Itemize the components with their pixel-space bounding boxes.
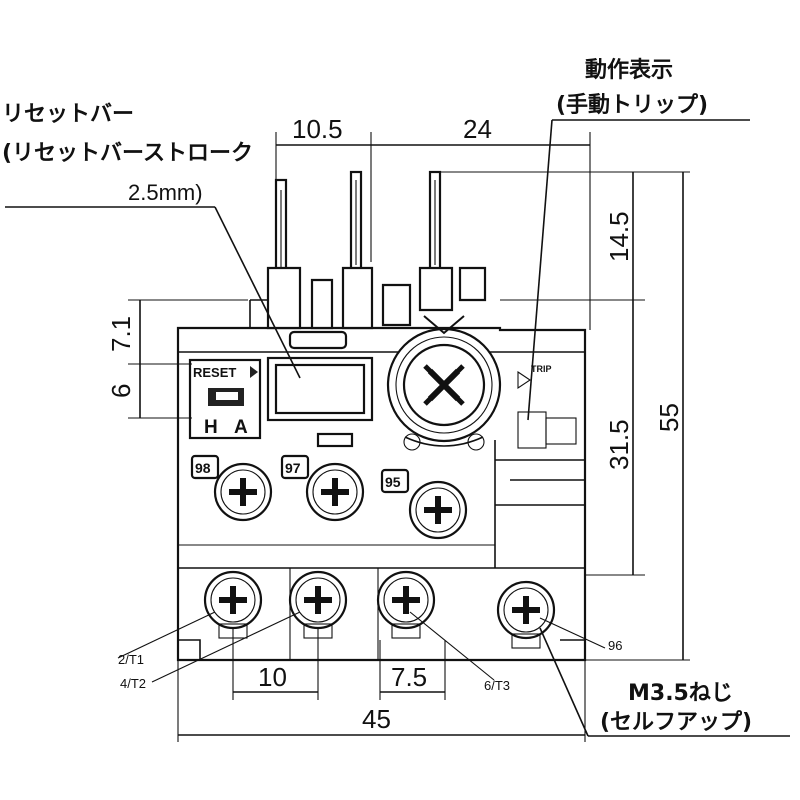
reset-bar-label: リセットバー bbox=[2, 102, 134, 127]
dim-top-right: 24 bbox=[463, 114, 492, 144]
top-terminals bbox=[249, 170, 487, 330]
terminal-96: 96 bbox=[608, 638, 622, 653]
trip-label: TRIP bbox=[531, 364, 552, 374]
terminal-label-text: 2/T1 4/T2 6/T3 96 bbox=[118, 638, 622, 693]
aux-terminals: 98 97 95 bbox=[190, 454, 410, 494]
screw-label: M3.5ねじ bbox=[628, 681, 733, 706]
dimension-lines bbox=[128, 132, 690, 742]
terminal-97: 97 bbox=[285, 460, 301, 476]
a-label: A bbox=[234, 417, 248, 438]
dim-bottom-a: 10 bbox=[258, 662, 287, 692]
terminal-4-t2: 4/T2 bbox=[120, 676, 146, 691]
leader-lines bbox=[5, 119, 790, 737]
dim-left-lower: 6 bbox=[106, 384, 136, 398]
terminal-2-t1: 2/T1 bbox=[118, 652, 144, 667]
callout-text: リセットバー (リセットバーストローク 2.5mm) 動作表示 (手動トリップ)… bbox=[2, 58, 752, 735]
self-up-label: (セルフアップ) bbox=[600, 710, 752, 735]
terminal-98: 98 bbox=[195, 460, 211, 476]
dim-top-left: 10.5 bbox=[292, 114, 343, 144]
aux-screws bbox=[213, 462, 468, 540]
reset-bar bbox=[266, 330, 374, 448]
terminal-6-t3: 6/T3 bbox=[484, 678, 510, 693]
reset-panel: RESET H A bbox=[188, 358, 262, 440]
dimension-text: 10.5 24 14.5 31.5 55 7.1 6 10 7.5 45 bbox=[106, 114, 684, 734]
adjust-dial bbox=[386, 315, 502, 451]
dim-right-total: 55 bbox=[654, 403, 684, 432]
manual-trip-label: (手動トリップ) bbox=[556, 93, 708, 118]
main-screws bbox=[203, 570, 556, 649]
reset-stroke-label: (リセットバーストローク bbox=[2, 141, 253, 166]
reset-label: RESET bbox=[193, 365, 236, 380]
trip-indicator-label: 動作表示 bbox=[585, 58, 673, 83]
trip-marker: TRIP bbox=[517, 364, 577, 449]
reset-stroke-value: 2.5mm) bbox=[128, 180, 203, 205]
dim-bottom-b: 7.5 bbox=[391, 662, 427, 692]
dim-right-middle: 31.5 bbox=[604, 419, 634, 470]
dim-right-upper: 14.5 bbox=[604, 211, 634, 262]
h-label: H bbox=[204, 417, 218, 438]
dim-bottom-total: 45 bbox=[362, 704, 391, 734]
terminal-95: 95 bbox=[385, 474, 401, 490]
dim-left-upper: 7.1 bbox=[106, 316, 136, 352]
